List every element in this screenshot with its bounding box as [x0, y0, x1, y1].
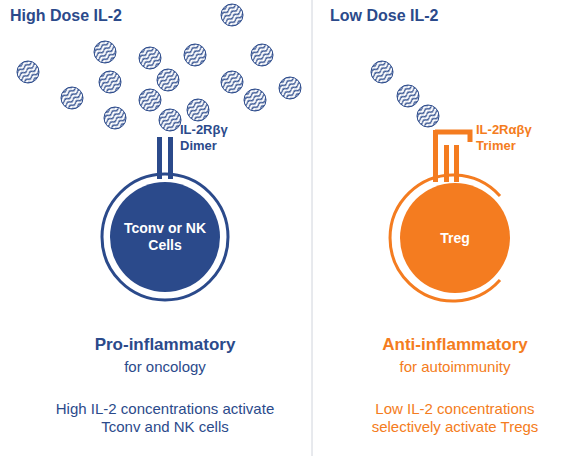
- divider: [312, 0, 313, 456]
- cell-circle: Treg: [400, 183, 510, 293]
- il2-molecules: [367, 57, 444, 132]
- receptor-trimer: [454, 145, 459, 182]
- effect-heading: Anti-inflammatory: [340, 335, 570, 355]
- effect-heading: Pro-inflammatory: [20, 335, 310, 355]
- receptor-dimer: [157, 137, 162, 179]
- receptor-trimer: [444, 145, 449, 182]
- receptor-label: IL-2Rαβγ Trimer: [476, 122, 546, 153]
- cell-membrane: [102, 174, 228, 300]
- cell-label: Treg: [440, 230, 470, 247]
- panel-heading: Low Dose IL-2: [330, 6, 530, 25]
- note-text: Low IL-2 concentrations selectively acti…: [340, 400, 570, 436]
- receptor-dimer: [168, 137, 173, 179]
- cell-label: Tconv or NK Cells: [122, 220, 208, 254]
- receptor-trimer: [433, 130, 438, 182]
- panel-heading: High Dose IL-2: [10, 6, 210, 25]
- note-text: High IL-2 concentrations activate Tconv …: [45, 400, 285, 436]
- receptor-trimer: [435, 132, 470, 142]
- effect-sub: for oncology: [20, 358, 310, 376]
- cell-circle: Tconv or NK Cells: [110, 182, 220, 292]
- effect-sub: for autoimmunity: [340, 358, 570, 376]
- receptor-label: IL-2Rβγ Dimer: [180, 122, 250, 153]
